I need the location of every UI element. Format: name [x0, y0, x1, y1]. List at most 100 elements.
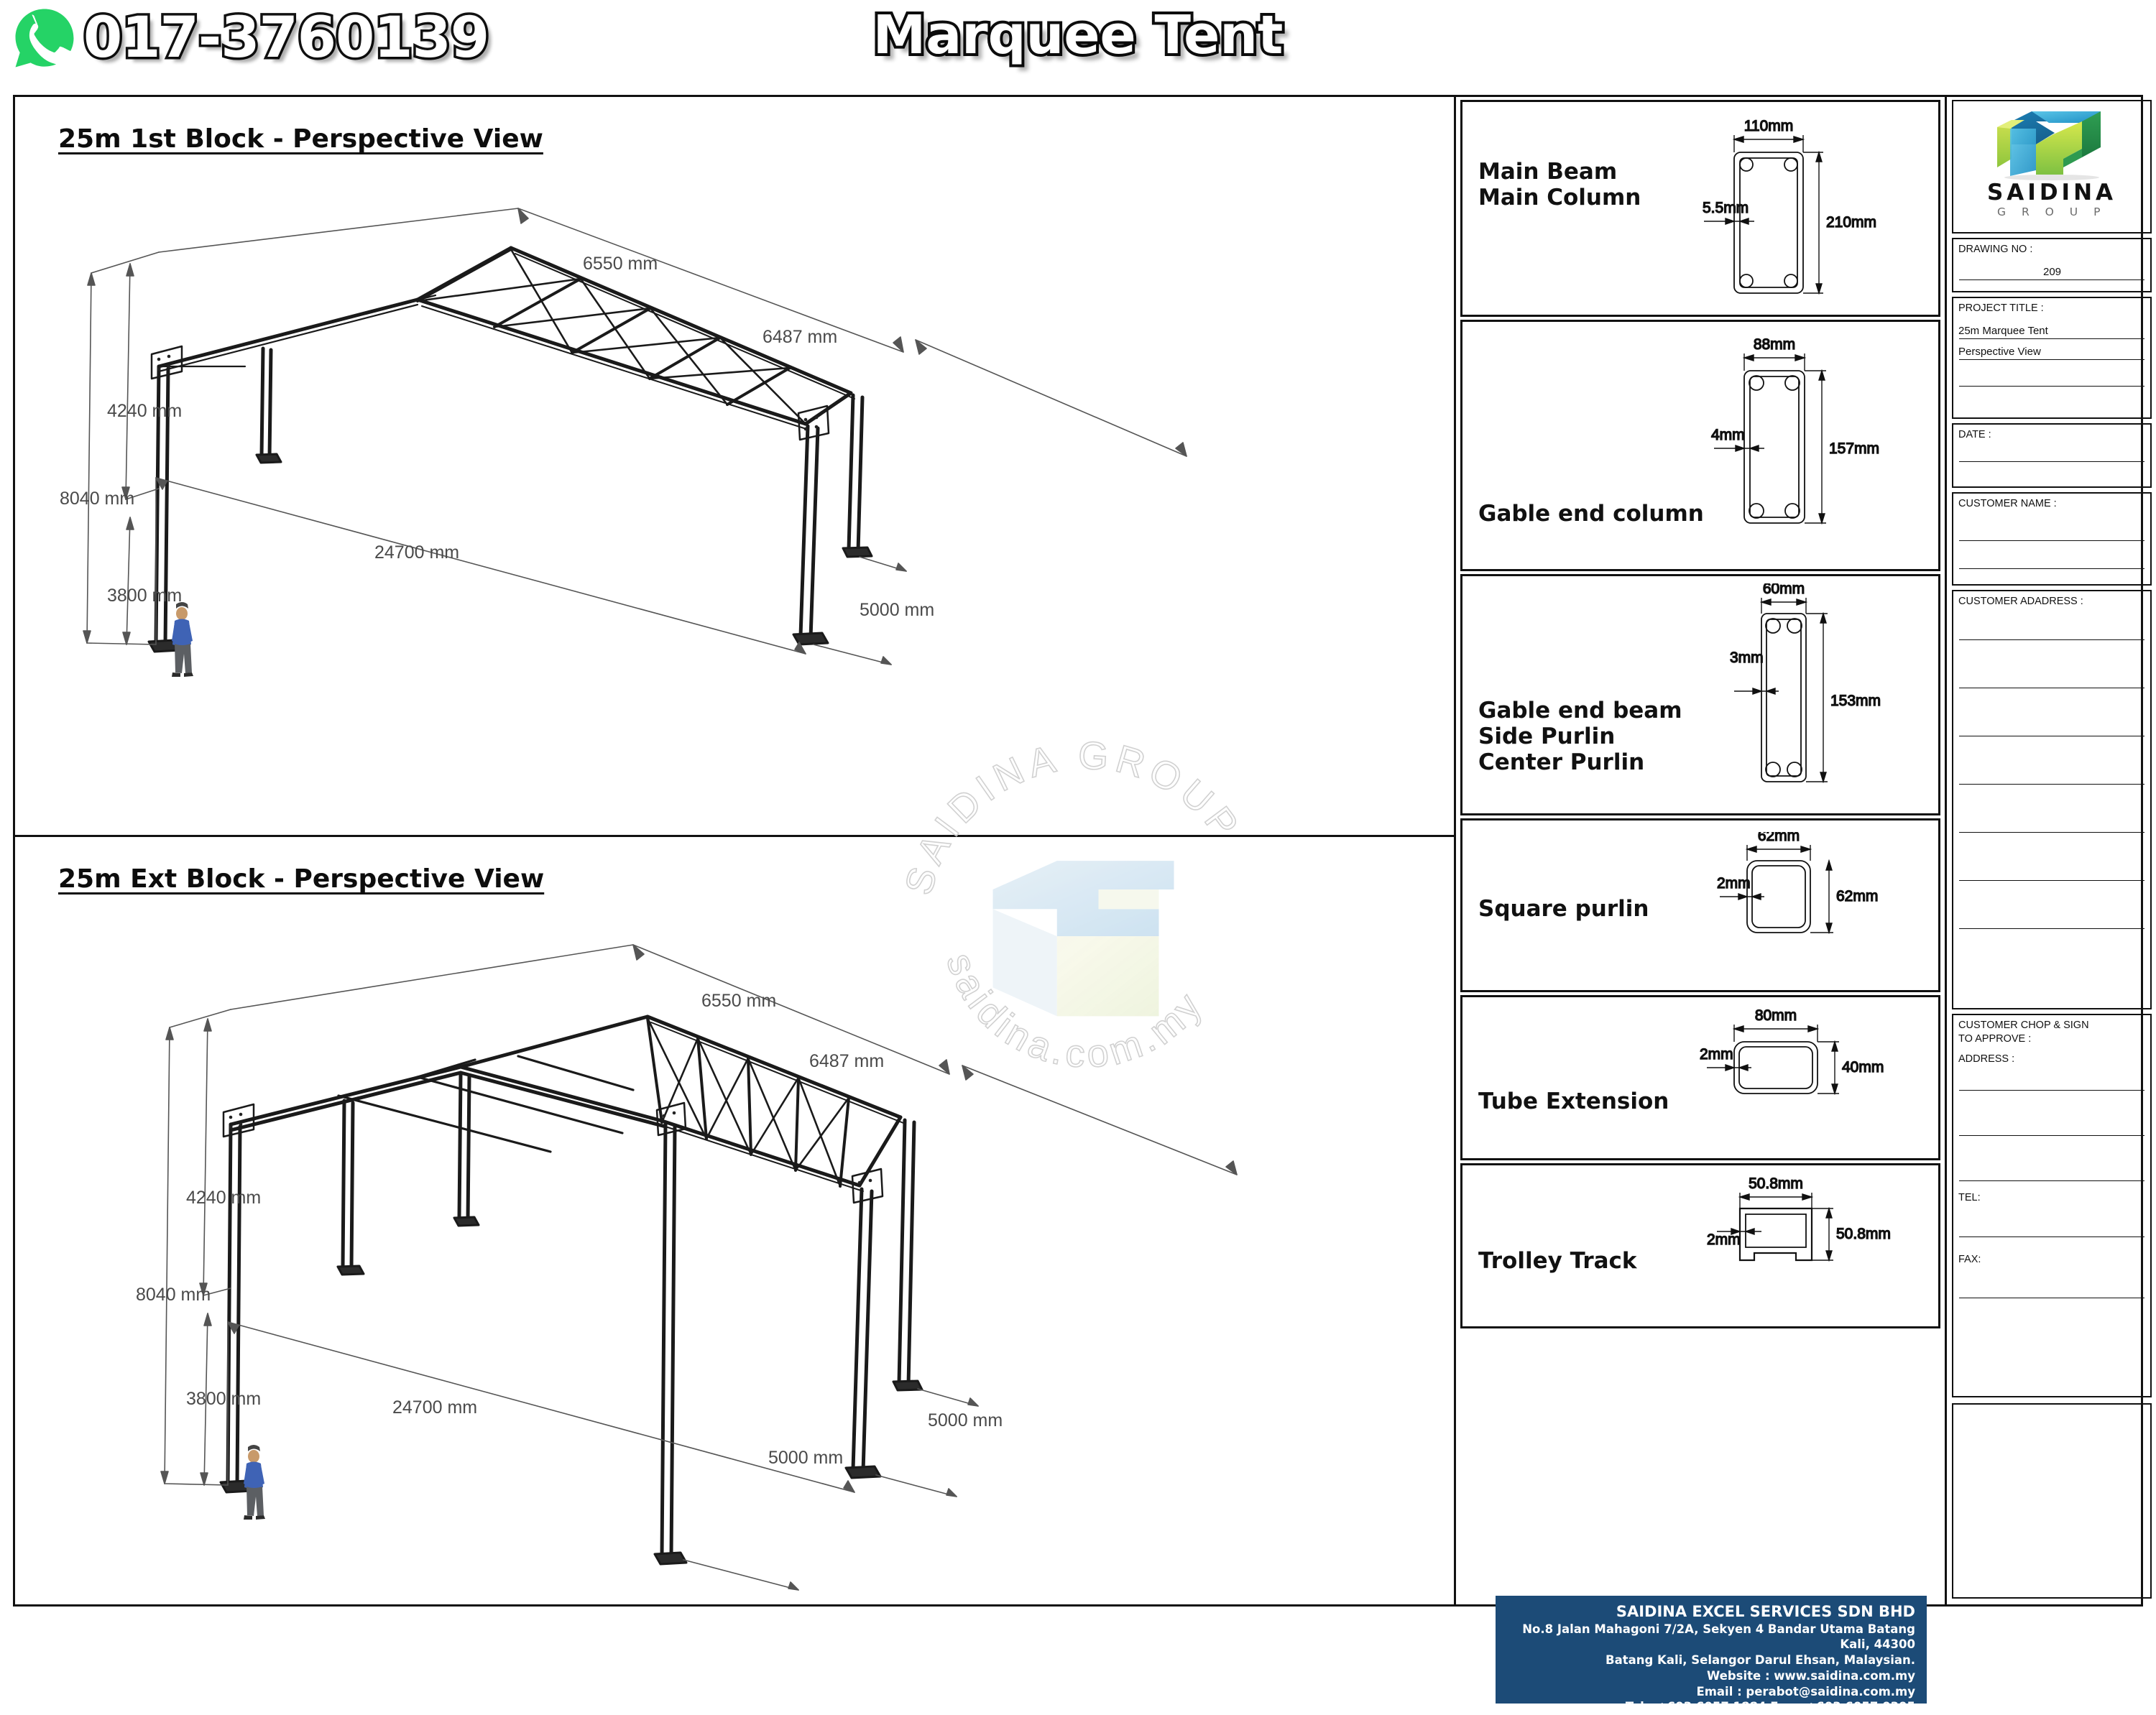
- label-customer-address: CUSTOMER ADADRESS :: [1958, 596, 2083, 607]
- svg-text:62mm: 62mm: [1836, 888, 1878, 905]
- dim-label-roof-rise: 4240 mm: [186, 1188, 262, 1208]
- rule: [1959, 338, 2145, 340]
- label-date: DATE :: [1958, 429, 1991, 440]
- profile-label-gable-end-beam: Gable end beam Side Purlin Center Purlin: [1478, 698, 1682, 775]
- rule[interactable]: [1959, 832, 2145, 833]
- human-scale-figure: [244, 1445, 265, 1520]
- svg-text:62mm: 62mm: [1758, 832, 1800, 844]
- dim-label-overall-length: 24700 mm: [374, 542, 460, 563]
- field-notes-box: [1952, 1403, 2152, 1599]
- profile-label-tube-extension: Tube Extension: [1478, 1088, 1669, 1114]
- svg-text:50.8mm: 50.8mm: [1749, 1175, 1803, 1192]
- field-customer-address: CUSTOMER ADADRESS :: [1952, 590, 2152, 1009]
- rule: [1959, 359, 2145, 361]
- label-customer-name: CUSTOMER NAME :: [1958, 498, 2057, 509]
- dim-label-roof-rise: 4240 mm: [107, 401, 183, 421]
- rule: [1959, 386, 2145, 387]
- svg-text:110mm: 110mm: [1744, 118, 1793, 134]
- rule: [1959, 279, 2145, 281]
- value-project-subtitle[interactable]: Perspective View: [1958, 346, 2041, 359]
- profile-section-trolley-track: 50.8mm 50.8mm 2mm: [1706, 1175, 1892, 1262]
- profile-square-purlin: Square purlin 62mm 62mm 2mm: [1460, 818, 1940, 992]
- value-project-title[interactable]: 25m Marquee Tent: [1958, 325, 2048, 338]
- rule[interactable]: [1959, 568, 2145, 570]
- drawing-title: Marquee Tent: [870, 1, 1286, 69]
- dim-label-bay-spacing: 5000 mm: [860, 600, 935, 620]
- profile-gable-end-column: Gable end column 88mm 157mm: [1460, 320, 1940, 571]
- title-block: SAIDINA G R O U P DRAWING NO : 209 PROJE…: [1948, 97, 2156, 1604]
- dim-label-eave-height: 3800 mm: [186, 1389, 262, 1409]
- label-chop-sign-1: CUSTOMER CHOP & SIGN: [1958, 1020, 2089, 1031]
- profile-section-main-beam: 110mm 210mm 5.5mm: [1702, 117, 1877, 295]
- svg-text:2mm: 2mm: [1700, 1046, 1733, 1063]
- svg-text:3mm: 3mm: [1730, 650, 1764, 666]
- value-drawing-no[interactable]: 209: [2042, 266, 2062, 279]
- profile-section-tube-extension: 80mm 40mm 2mm: [1699, 1007, 1884, 1096]
- dim-label-rafter-span-2: 6487 mm: [809, 1051, 885, 1071]
- tent-drawing-ext-block: [160, 944, 1238, 1591]
- svg-text:60mm: 60mm: [1763, 583, 1805, 597]
- logo-subtitle: G R O U P: [1997, 205, 2106, 218]
- dim-label-rafter-span: 6550 mm: [701, 991, 777, 1011]
- field-customer-chop-sign: CUSTOMER CHOP & SIGN TO APPROVE : ADDRES…: [1952, 1014, 2152, 1397]
- label-drawing-no: DRAWING NO :: [1958, 244, 2033, 255]
- dim-label-overall-length: 24700 mm: [392, 1397, 478, 1418]
- profile-gable-end-beam: Gable end beam Side Purlin Center Purlin…: [1460, 574, 1940, 815]
- company-address-line1: No.8 Jalan Mahagoni 7/2A, Sekyen 4 Banda…: [1522, 1622, 1915, 1652]
- rule[interactable]: [1959, 880, 2145, 882]
- profile-main-beam: Main Beam Main Column 110mm: [1460, 100, 1940, 317]
- profile-label-main-beam: Main Beam Main Column: [1478, 159, 1641, 211]
- profiles-column: Main Beam Main Column 110mm: [1456, 97, 1945, 1604]
- label-address: ADDRESS :: [1958, 1053, 2015, 1065]
- view-pane-ext-block: 25m Ext Block - Perspective View: [15, 837, 1454, 1604]
- rule[interactable]: [1959, 639, 2145, 641]
- dim-label-total-height: 8040 mm: [60, 489, 135, 509]
- company-tel-fax: Tel : +603 6057 1884 Fax : +603 6057 030…: [1625, 1700, 1915, 1714]
- svg-text:157mm: 157mm: [1829, 440, 1879, 457]
- company-name: SAIDINA EXCEL SERVICES SDN BHD: [1616, 1603, 1915, 1620]
- perspective-views-area: 25m 1st Block - Perspective View: [15, 97, 1454, 1604]
- dim-label-rafter-span: 6550 mm: [583, 254, 658, 274]
- company-address-line2: Batang Kali, Selangor Darul Ehsan, Malay…: [1606, 1653, 1915, 1668]
- field-project-title: PROJECT TITLE : 25m Marquee Tent Perspec…: [1952, 297, 2152, 419]
- rule[interactable]: [1959, 1236, 2145, 1237]
- profile-label-square-purlin: Square purlin: [1478, 896, 1649, 922]
- dim-label-total-height: 8040 mm: [136, 1285, 211, 1305]
- svg-text:80mm: 80mm: [1755, 1007, 1797, 1024]
- company-website: Website : www.saidina.com.my: [1707, 1668, 1915, 1683]
- svg-text:4mm: 4mm: [1711, 427, 1745, 443]
- column-divider-2: [1945, 97, 1947, 1604]
- saidina-logo-icon: [1997, 111, 2101, 180]
- rule[interactable]: [1959, 1180, 2145, 1182]
- human-scale-figure: [172, 602, 193, 677]
- field-date: DATE :: [1952, 423, 2152, 488]
- label-fax: FAX:: [1958, 1253, 1981, 1265]
- svg-text:50.8mm: 50.8mm: [1836, 1226, 1891, 1242]
- svg-text:210mm: 210mm: [1826, 214, 1876, 231]
- whatsapp-phone-number: 017-3760139: [80, 4, 492, 73]
- profile-label-gable-end-column: Gable end column: [1478, 501, 1704, 527]
- column-divider-1: [1454, 97, 1456, 1604]
- rule[interactable]: [1959, 1135, 2145, 1137]
- view-title-first-block: 25m 1st Block - Perspective View: [58, 124, 543, 154]
- drawing-sheet: 25m 1st Block - Perspective View: [13, 95, 2152, 1714]
- profile-label-trolley-track: Trolley Track: [1478, 1248, 1637, 1274]
- page-header: 017-3760139 Marquee Tent: [0, 0, 2156, 92]
- field-drawing-no: DRAWING NO : 209: [1952, 238, 2152, 292]
- logo-wordmark: SAIDINA: [1986, 180, 2117, 205]
- rule[interactable]: [1959, 928, 2145, 930]
- rule[interactable]: [1959, 784, 2145, 785]
- svg-text:5.5mm: 5.5mm: [1703, 200, 1749, 216]
- value-date[interactable]: [1953, 441, 2150, 460]
- profile-tube-extension: Tube Extension 80mm 40mm 2mm: [1460, 995, 1940, 1160]
- svg-text:88mm: 88mm: [1754, 336, 1795, 353]
- svg-text:2mm: 2mm: [1717, 875, 1751, 892]
- profile-section-square-purlin: 62mm 62mm 2mm: [1716, 832, 1879, 935]
- rule[interactable]: [1959, 1090, 2145, 1091]
- rule[interactable]: [1959, 540, 2145, 542]
- profile-trolley-track: Trolley Track 50.8mm 50.8mm 2m: [1460, 1163, 1940, 1328]
- dim-label-rafter-span-2: 6487 mm: [763, 327, 838, 347]
- company-info-banner: SAIDINA EXCEL SERVICES SDN BHD No.8 Jala…: [1496, 1596, 1927, 1714]
- whatsapp-icon: [15, 9, 74, 68]
- svg-text:2mm: 2mm: [1707, 1231, 1741, 1248]
